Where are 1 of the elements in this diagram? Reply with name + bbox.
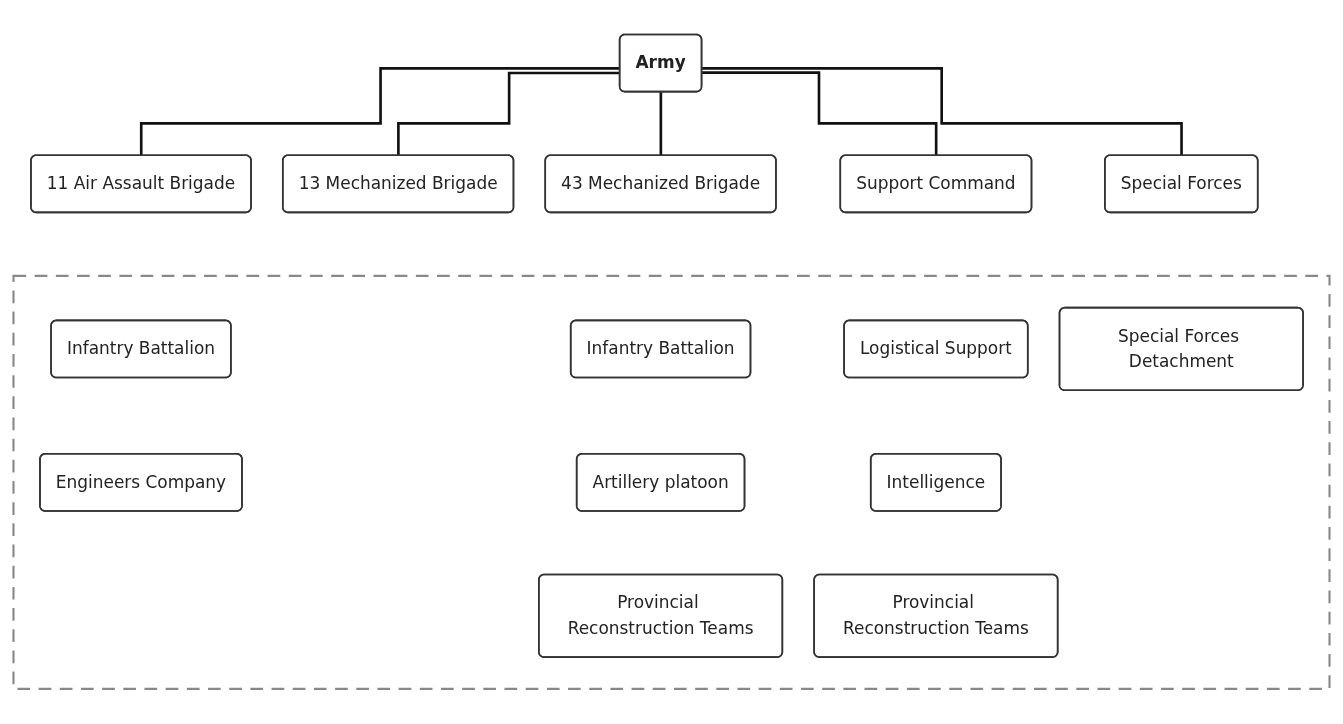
cluster bbox=[12, 275, 1331, 691]
